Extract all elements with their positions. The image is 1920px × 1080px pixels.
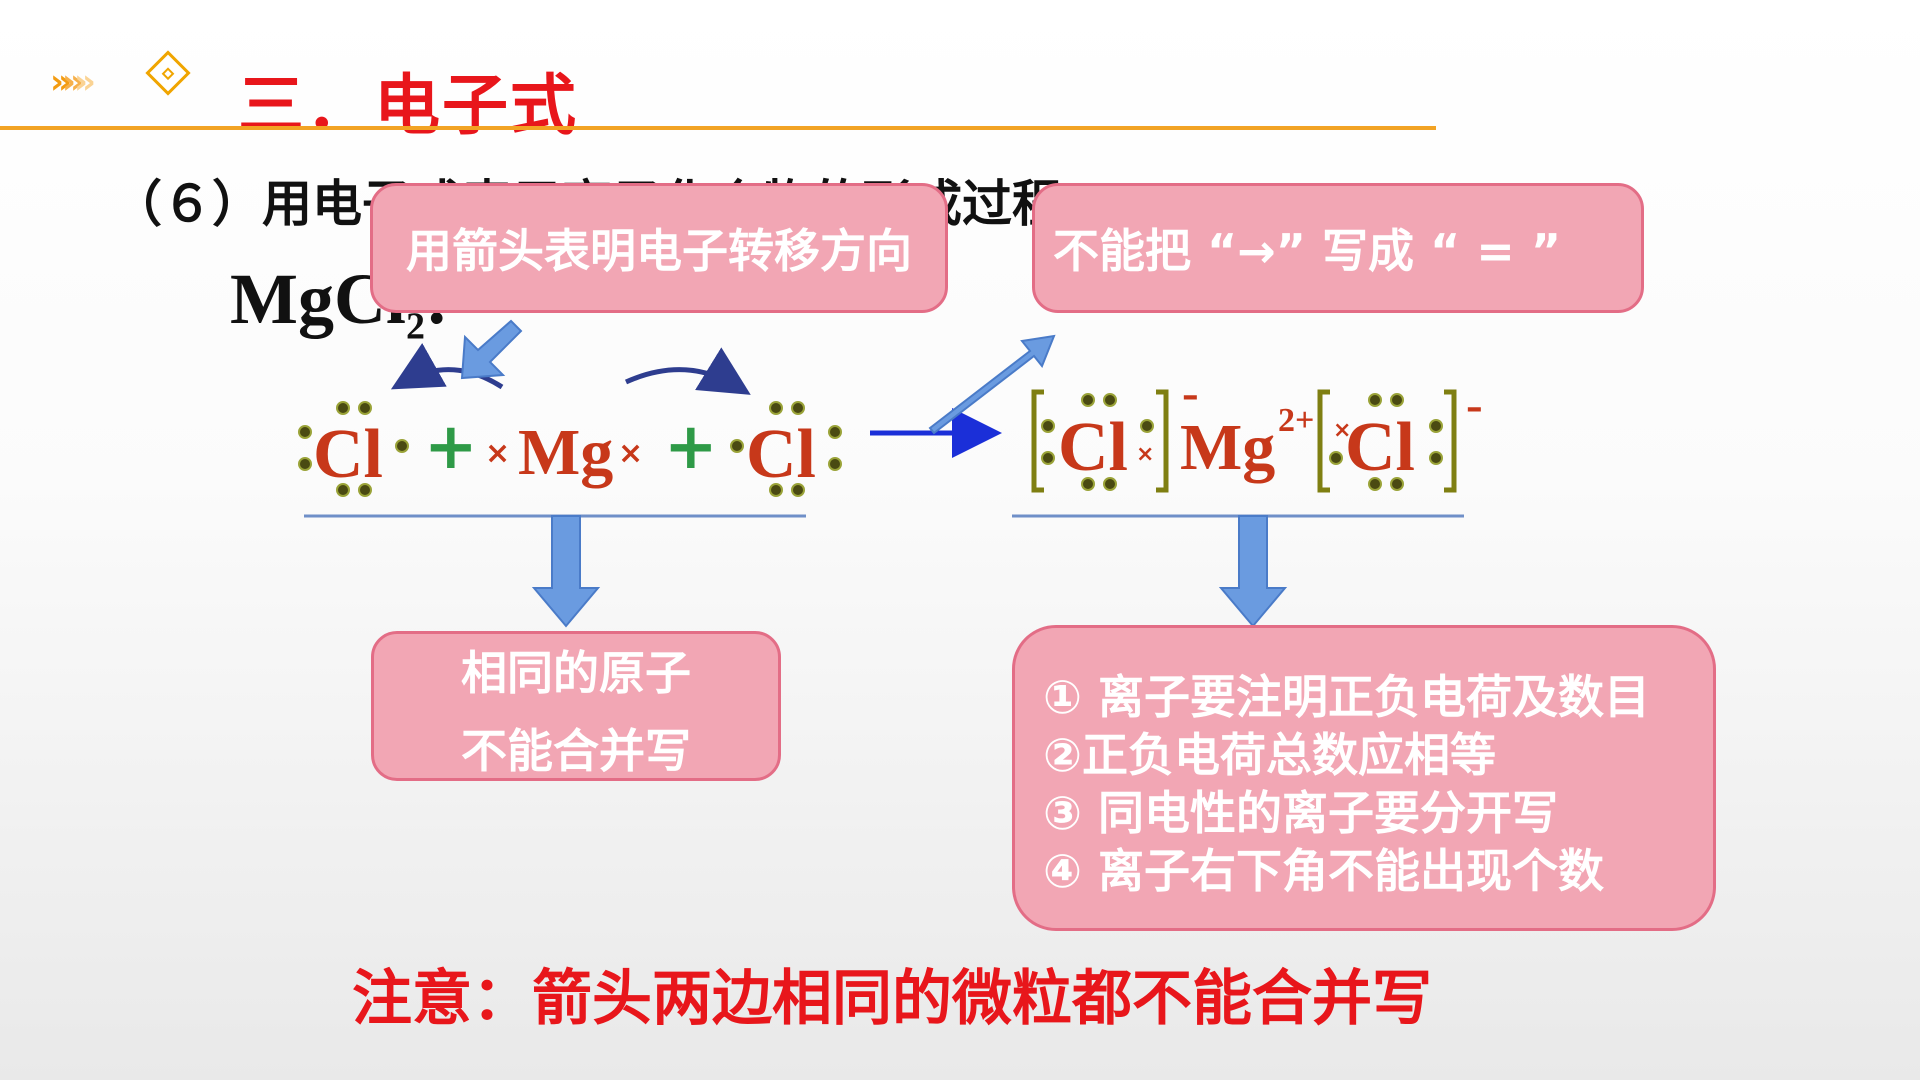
down-arrow-right [1218, 515, 1288, 628]
plus-sign-right: + [664, 410, 718, 484]
ion-rule-1: ① 离子要注明正负电荷及数目 [1043, 670, 1650, 724]
electron-transfer-arrow-left [390, 343, 504, 390]
chloride-ion-left: Cl [1058, 409, 1128, 486]
ion-rule-2: ②正负电荷总数应相等 [1043, 728, 1496, 782]
callout-arrow-not-equals: 不能把 “→” 写成 “ = ” [1032, 183, 1644, 313]
mg-electron-right: × [618, 436, 644, 471]
electron-dots-left-cl [298, 401, 409, 497]
transferred-electron-left: × [1136, 442, 1155, 467]
slide-title: 三．电子式 [238, 67, 578, 144]
ion-rule-4: ④ 离子右下角不能出现个数 [1043, 844, 1604, 898]
callout-same-atoms-line-2: 不能合并写 [461, 724, 691, 778]
electron-dots-product-cl-right [1329, 393, 1443, 491]
magnesium-charge: 2+ [1278, 402, 1315, 439]
mg-electron-left: × [485, 436, 511, 471]
magnesium-atom: Mg [518, 416, 614, 489]
chlorine-atom-right: Cl [746, 416, 816, 493]
electron-dots-right-cl [730, 401, 842, 497]
chloride-charge-left: - [1182, 364, 1199, 420]
electron-dots-product-cl-left [1041, 393, 1154, 491]
ion-rule-3: ③ 同电性的离子要分开写 [1043, 786, 1558, 840]
pointer-arrow-up-right [928, 334, 1056, 435]
pointer-arrow-down-left [460, 319, 523, 380]
down-arrow-left [531, 515, 601, 628]
callout-arrow-direction: 用箭头表明电子转移方向 [370, 183, 948, 313]
plus-sign-left: + [424, 410, 478, 484]
electron-transfer-arrow-right [624, 347, 751, 395]
transferred-electron-right: × [1333, 418, 1352, 443]
callout-same-atoms-line-1: 相同的原子 [461, 646, 691, 700]
magnesium-ion: Mg [1180, 411, 1276, 484]
callout-ion-rules: ① 离子要注明正负电荷及数目 ②正负电荷总数应相等 ③ 同电性的离子要分开写 ④… [1012, 625, 1716, 931]
chlorine-atom-left: Cl [313, 416, 383, 493]
chloride-charge-right: - [1466, 376, 1483, 432]
ion-brackets [1031, 389, 1457, 493]
callout-same-atoms: 相同的原子 不能合并写 [371, 631, 781, 781]
bottom-note: 注意：箭头两边相同的微粒都不能合并写 [352, 964, 1432, 1034]
chloride-ion-right: Cl [1345, 409, 1415, 486]
title-divider [0, 126, 1436, 130]
